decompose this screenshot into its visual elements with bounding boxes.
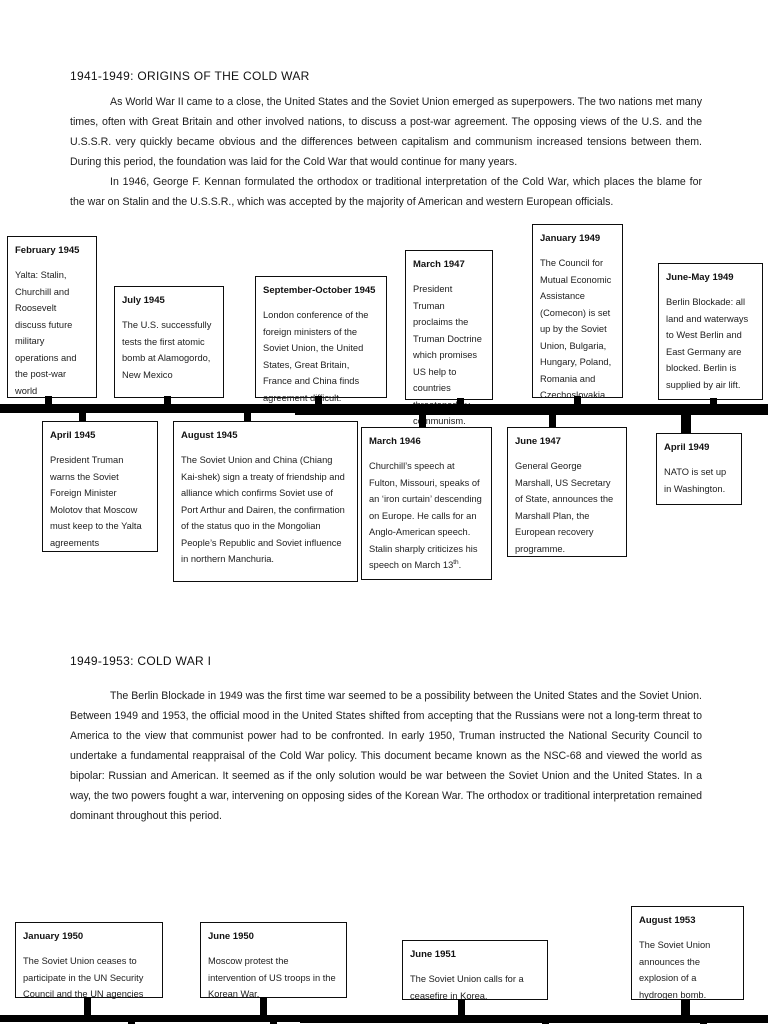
event-box-aug-1953: August 1953 The Soviet Union announces t… [631,906,744,1000]
section1-paragraph-1: As World War II came to a close, the Uni… [70,96,702,168]
event-date: June 1950 [208,931,254,942]
ordinal-suffix: th [453,558,459,566]
event-date: June-May 1949 [666,272,734,283]
timeline-connector [244,412,251,422]
timeline-connector [79,412,86,422]
timeline-connector [681,999,690,1016]
event-date: June 1947 [515,436,561,447]
section1-heading: 1941-1949: ORIGINS OF THE COLD WAR [70,69,310,83]
timeline-connector [710,398,717,407]
timeline-connector [164,396,171,407]
event-text: NATO is set up in Washington. [664,467,727,494]
timeline-connector [84,997,91,1016]
timeline-connector [458,999,465,1016]
section1-paragraph-2: In 1946, George F. Kennan formulated the… [70,176,702,208]
event-text: The Soviet Union calls for a ceasefire i… [410,974,524,1001]
timeline-connector [542,1019,549,1024]
event-text: The Soviet Union announces the explosion… [639,940,711,1000]
event-box-jan-1950: January 1950 The Soviet Union ceases to … [15,922,163,999]
timeline-connector [457,398,464,407]
event-box-apr-1949: April 1949 NATO is set up in Washington. [656,433,742,505]
timeline-connector [700,1019,707,1024]
timeline-connector [681,413,691,434]
event-text: General George Marshall, US Secretary of… [515,461,614,554]
event-text: London conference of the foreign ministe… [263,310,369,403]
event-box-jun-1951: June 1951 The Soviet Union calls for a c… [402,940,548,1001]
event-date: July 1945 [122,295,165,306]
event-box-jun-1947: June 1947 General George Marshall, US Se… [507,427,627,557]
timeline-connector [315,396,322,407]
event-text: Berlin Blockade: all land and waterways … [666,297,749,390]
timeline-connector [260,997,267,1016]
event-box-feb-1945: February 1945 Yalta: Stalin, Churchill a… [7,236,97,398]
event-box-jul-1945: July 1945 The U.S. successfully tests th… [114,286,224,398]
event-text: The U.S. successfully tests the first at… [122,320,212,380]
event-date: March 1946 [369,436,421,447]
event-box-jan-1949: January 1949 The Council for Mutual Econ… [532,224,623,400]
event-box-sep-oct-1945: September-October 1945 London conference… [255,276,387,403]
event-box-jun-may-1949: June-May 1949 Berlin Blockade: all land … [658,263,763,400]
event-date: April 1949 [664,442,710,453]
event-text: Churchill’s speech at Fulton, Missouri, … [369,461,482,570]
timeline-connector [45,396,52,407]
timeline1-bar-segment [295,407,768,415]
event-date: August 1953 [639,915,696,926]
section2-paragraph-1: The Berlin Blockade in 1949 was the firs… [70,690,702,822]
event-box-aug-1945: August 1945 The Soviet Union and China (… [173,421,358,582]
timeline-connector [270,1019,277,1024]
event-box-mar-1947: March 1947 President Truman proclaims th… [405,250,493,426]
event-text: The Council for Mutual Economic Assistan… [540,258,612,400]
timeline-connector [549,413,556,428]
timeline-connector [128,1019,135,1024]
event-date: April 1945 [50,430,96,441]
event-date: March 1947 [413,259,465,270]
event-date: June 1951 [410,949,456,960]
event-text: The Soviet Union and China (Chiang Kai-s… [181,455,345,564]
event-text: Yalta: Stalin, Churchill and Roosevelt d… [15,270,77,396]
section2-heading: 1949-1953: COLD WAR I [70,654,212,668]
event-date: August 1945 [181,430,238,441]
timeline2-bar-segment [300,1017,768,1023]
event-date: January 1949 [540,233,601,244]
event-box-mar-1946: March 1946 Churchill’s speech at Fulton,… [361,427,492,580]
event-date: February 1945 [15,245,80,256]
event-text: President Truman warns the Soviet Foreig… [50,455,142,548]
timeline-connector [419,413,426,428]
timeline-connector [574,396,581,407]
event-date: September-October 1945 [263,285,376,296]
event-box-jun-1950: June 1950 Moscow protest the interventio… [200,922,347,999]
event-text: The Soviet Union ceases to participate i… [23,956,144,999]
event-date: January 1950 [23,931,84,942]
event-text: Moscow protest the intervention of US tr… [208,956,336,999]
event-box-apr-1945: April 1945 President Truman warns the So… [42,421,158,552]
